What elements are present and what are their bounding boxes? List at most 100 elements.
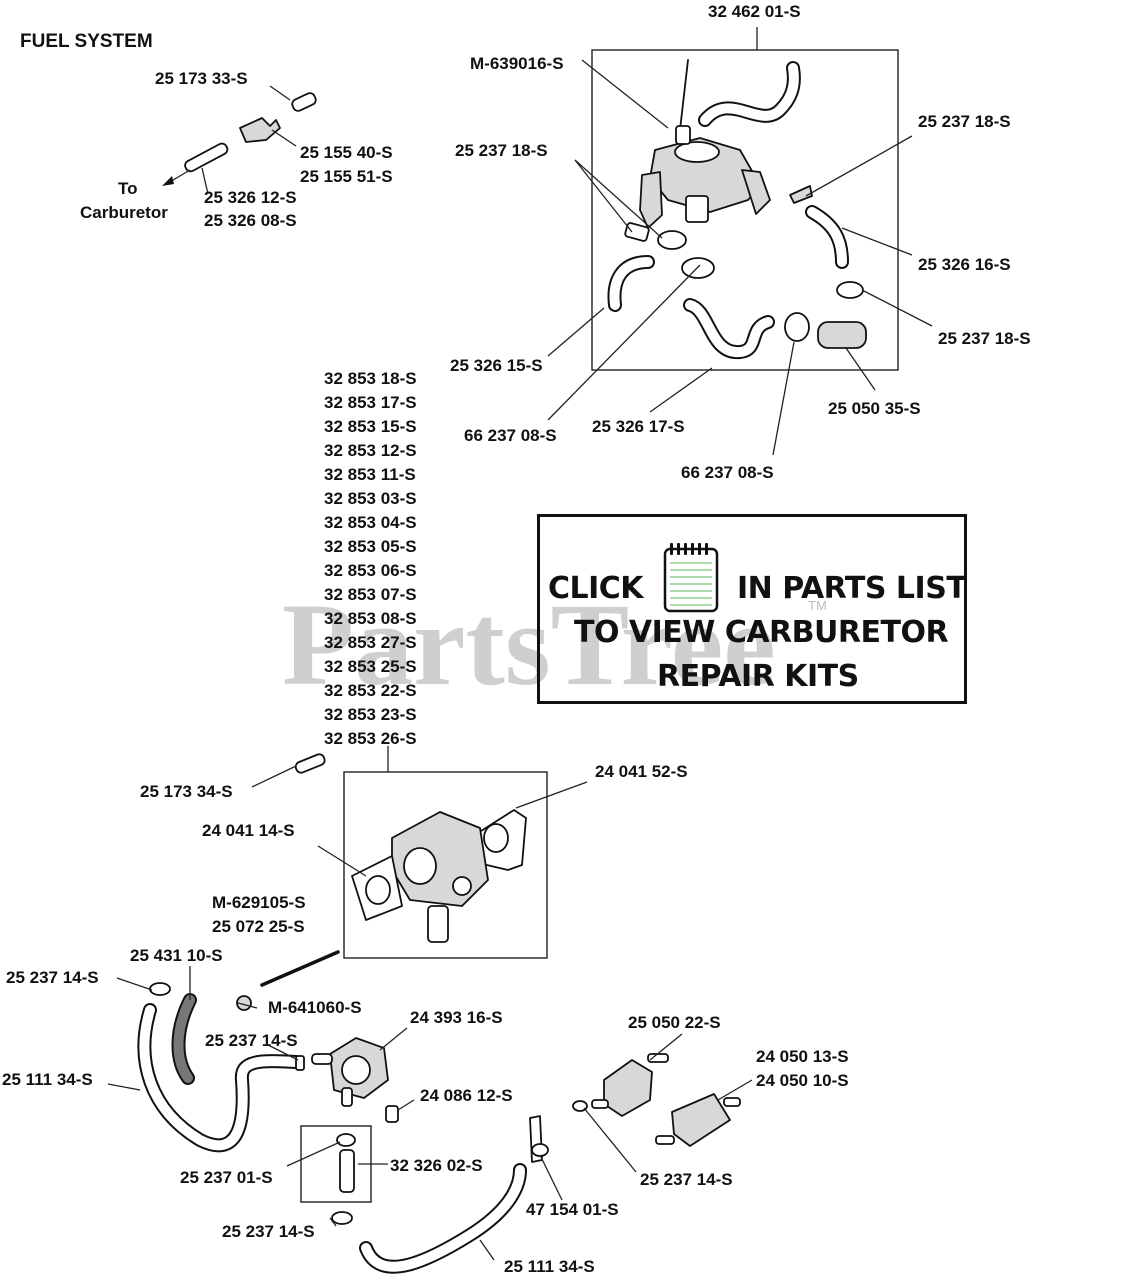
part-label: 25 237 18-S: [455, 141, 548, 160]
tee-fitting-group[interactable]: [162, 91, 317, 186]
kit-part-label: 32 853 12-S: [324, 441, 417, 460]
stud-25-072-25[interactable]: [260, 950, 340, 987]
clamp-66-237-08-c[interactable]: [784, 312, 810, 342]
part-label: 24 041 52-S: [595, 762, 688, 781]
kit-part-label: 32 853 22-S: [324, 681, 417, 700]
diagram-title: FUEL SYSTEM: [20, 31, 153, 52]
hose-25-431-10[interactable]: [173, 995, 195, 1083]
inline-filter-24-050-13[interactable]: [671, 1093, 731, 1147]
part-label: 24 041 14-S: [202, 821, 295, 840]
vacuum-fuel-pump-group[interactable]: [639, 59, 801, 229]
clamp-25-237-18-c[interactable]: [624, 222, 650, 242]
to-label: To: [118, 179, 138, 198]
part-label: 25 237 18-S: [918, 112, 1011, 131]
repair-kit-callout: CLICK IN PARTS LIST TO VIEW CARBURETOR R…: [537, 514, 967, 704]
kit-part-label: 32 853 27-S: [324, 633, 417, 652]
part-label: M-641060-S: [268, 998, 362, 1017]
part-label: 25 326 08-S: [204, 211, 297, 230]
pump-right-mount[interactable]: [741, 169, 771, 215]
pump-hoses-and-clamps[interactable]: [607, 185, 867, 359]
part-label: 66 237 08-S: [681, 463, 774, 482]
kit-part-label: 32 853 11-S: [324, 465, 416, 484]
watermark-trademark: TM: [808, 598, 827, 613]
part-label: 25 173 34-S: [140, 782, 233, 801]
part-label: 25 050 22-S: [628, 1013, 721, 1032]
part-label: 25 237 14-S: [640, 1170, 733, 1189]
clamp-25-237-18-a[interactable]: [789, 185, 813, 204]
carburetor-group[interactable]: [294, 753, 527, 943]
part-label: 24 086 12-S: [420, 1086, 513, 1105]
filter-tube-32-326-02[interactable]: [339, 1149, 355, 1193]
kit-part-label: 32 853 18-S: [324, 369, 417, 388]
fuel-line-25-111-34-b[interactable]: [361, 1165, 525, 1272]
clamp-25-237-14-c[interactable]: [331, 1211, 353, 1225]
callout-view-carburetor-text: TO VIEW CARBURETOR: [574, 615, 949, 650]
callout-repair-kits-text: REPAIR KITS: [657, 659, 859, 694]
part-label: 25 155 40-S: [300, 143, 393, 162]
leader-lines: [107, 27, 933, 1261]
part-label: 32 462 01-S: [708, 2, 801, 21]
pump-left-mount[interactable]: [639, 171, 663, 229]
part-label: 25 326 12-S: [204, 188, 297, 207]
clamp-25-237-14-b[interactable]: [295, 1055, 305, 1071]
clamp-25-237-01[interactable]: [336, 1133, 356, 1147]
kit-part-label: 32 853 08-S: [324, 609, 417, 628]
clamp-25-237-18-b[interactable]: [836, 281, 864, 299]
part-label: 25 237 01-S: [180, 1168, 273, 1187]
part-label: 25 050 35-S: [828, 399, 921, 418]
part-label: 25 111 34-S: [2, 1070, 93, 1089]
kit-part-label: 32 853 03-S: [324, 489, 417, 508]
callout-parts-list-text: IN PARTS LIST: [737, 571, 967, 606]
fuel-line-25-111-34-a[interactable]: [139, 1005, 301, 1151]
part-label: 25 155 51-S: [300, 167, 393, 186]
part-label: 47 154 01-S: [526, 1200, 619, 1219]
part-label: 25 326 15-S: [450, 356, 543, 375]
part-label: 25 072 25-S: [212, 917, 305, 936]
part-label: 25 237 14-S: [205, 1031, 298, 1050]
part-label: M-639016-S: [470, 54, 564, 73]
part-label: 25 431 10-S: [130, 946, 223, 965]
kit-part-label: 32 853 23-S: [324, 705, 417, 724]
part-label: 66 237 08-S: [464, 426, 557, 445]
clamp-66-237-08-b[interactable]: [681, 257, 715, 279]
callout-click-text: CLICK: [548, 571, 644, 606]
part-label: 25 237 18-S: [938, 329, 1031, 348]
part-label: 32 326 02-S: [390, 1156, 483, 1175]
part-label: 25 237 14-S: [222, 1222, 315, 1241]
kit-part-label: 32 853 17-S: [324, 393, 417, 412]
kit-part-label: 32 853 06-S: [324, 561, 417, 580]
float-bowl[interactable]: [427, 905, 449, 943]
fuel-filter-25-050-35[interactable]: [817, 321, 867, 349]
fuel-line-to-carburetor[interactable]: [183, 142, 229, 173]
carburetor-kit-list: 32 853 18-S 32 853 17-S 32 853 15-S 32 8…: [324, 369, 417, 748]
part-label: 24 393 16-S: [410, 1008, 503, 1027]
pulse-line[interactable]: [679, 59, 689, 131]
part-label: 25 237 14-S: [6, 968, 99, 987]
hose-25-326-16[interactable]: [807, 207, 847, 267]
hose-25-326-17[interactable]: [685, 300, 773, 358]
hose-25-326-15[interactable]: [609, 257, 653, 310]
clamp-25-237-14-a[interactable]: [149, 982, 171, 996]
hose-segment-25-173-33[interactable]: [291, 91, 318, 112]
fuel-pump-assembly-box: [591, 49, 899, 371]
tee-fitting[interactable]: [239, 117, 281, 143]
kit-part-label: 32 853 05-S: [324, 537, 417, 556]
part-label: 25 173 33-S: [155, 69, 248, 88]
carburetor-assembly-box: [343, 771, 548, 959]
fitting-24-086-12[interactable]: [385, 1105, 399, 1123]
nut-m-641060[interactable]: [236, 995, 252, 1011]
part-label: 25 111 34-S: [504, 1257, 595, 1276]
part-label: 24 050 10-S: [756, 1071, 849, 1090]
notebook-icon[interactable]: [662, 541, 720, 613]
clamp-66-237-08-a[interactable]: [657, 230, 687, 250]
kit-part-label: 32 853 15-S: [324, 417, 417, 436]
kit-part-label: 32 853 25-S: [324, 657, 417, 676]
clamp-25-237-14-d[interactable]: [572, 1100, 588, 1112]
lower-fuel-line-group[interactable]: [137, 982, 741, 1274]
part-label: 24 050 13-S: [756, 1047, 849, 1066]
inline-filter-25-050-22[interactable]: [603, 1059, 653, 1117]
kit-part-label: 32 853 26-S: [324, 729, 417, 748]
hose-segment-25-173-34[interactable]: [294, 753, 326, 774]
